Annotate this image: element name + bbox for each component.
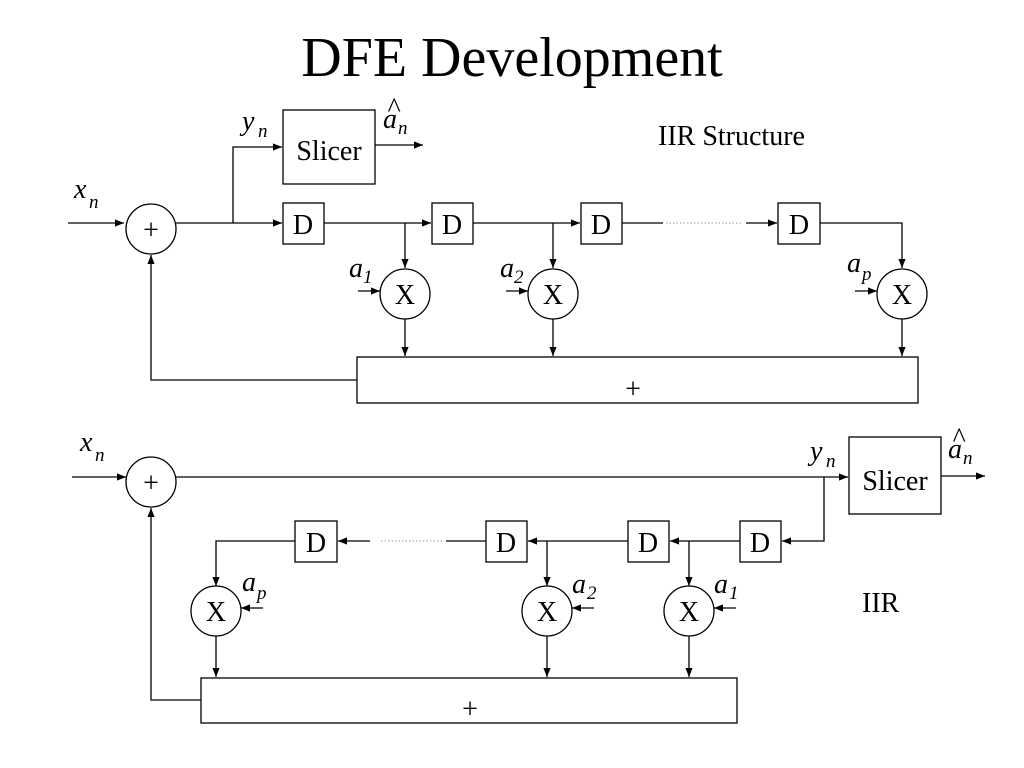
top-summer-label: + <box>625 374 641 405</box>
top-delay-3 <box>580 202 623 245</box>
bottom-output-sub: n <box>963 448 973 469</box>
bottom-coef-2-label: a <box>572 569 586 600</box>
top-input-label: x <box>73 174 87 205</box>
bottom-coef-1-label: a <box>714 569 728 600</box>
bottom-adder-label: + <box>143 468 159 499</box>
bottom-coef-1-sub: 1 <box>729 583 739 604</box>
top-summer-box <box>356 356 919 404</box>
top-slicer-input-label: y <box>239 106 255 137</box>
bottom-output-label: a <box>948 434 962 465</box>
bottom-delay-1-label: D <box>750 528 770 559</box>
iir-structure-diagram: IIR Structure x n + y n Slicer a ^ n D D… <box>68 93 928 405</box>
bottom-input-sub: n <box>95 445 105 466</box>
bottom-delay-2-label: D <box>638 528 658 559</box>
top-slicer-branch-wire <box>232 143 282 223</box>
bottom-coef-p-sub: p <box>255 583 267 604</box>
top-input-adder <box>125 203 177 255</box>
top-output-hat: ^ <box>387 93 401 124</box>
bottom-delay-p-label: D <box>306 528 326 559</box>
page-title: DFE Development <box>301 27 723 89</box>
top-delay-3-label: D <box>591 210 611 241</box>
iir-caption: IIR <box>862 588 900 619</box>
bottom-summer-label: + <box>462 694 478 725</box>
bottom-multiplier-p-label: X <box>206 597 226 628</box>
top-delay-p-label: D <box>789 210 809 241</box>
bottom-slicer-input-label: y <box>807 436 823 467</box>
bottom-slicer-label: Slicer <box>862 466 928 497</box>
top-coef-1-sub: 1 <box>363 267 373 288</box>
top-delay-1-label: D <box>293 210 313 241</box>
bottom-output-hat: ^ <box>952 423 966 454</box>
top-delay-1 <box>282 202 325 245</box>
bottom-coef-p-label: a <box>242 567 256 598</box>
bottom-delay-p <box>294 520 338 563</box>
top-coef-1-label: a <box>349 253 363 284</box>
bottom-coef-2-sub: 2 <box>587 583 597 604</box>
top-delay-2-label: D <box>442 210 462 241</box>
top-coef-2-label: a <box>500 253 514 284</box>
bottom-slicer-box <box>848 436 942 515</box>
top-slicer-box <box>282 109 376 185</box>
bottom-input-adder <box>125 456 177 508</box>
bottom-multiplier-2-label: X <box>537 597 557 628</box>
top-slicer-input-sub: n <box>258 121 268 142</box>
top-output-sub: n <box>398 118 408 139</box>
bottom-delay-3 <box>485 520 528 563</box>
top-feedback-wire <box>147 255 357 381</box>
top-input-sub: n <box>89 192 99 213</box>
top-multiplier-2-label: X <box>543 280 563 311</box>
top-coef-p-sub: p <box>860 264 872 285</box>
top-multiplier-1-label: X <box>395 280 415 311</box>
bottom-delay-1 <box>739 520 782 563</box>
bottom-tap-p-wire <box>212 540 295 586</box>
bottom-multiplier-1-label: X <box>679 597 699 628</box>
iir-structure-caption: IIR Structure <box>658 121 805 152</box>
bottom-summer-box <box>200 677 738 724</box>
bottom-input-label: x <box>79 427 93 458</box>
top-slicer-label: Slicer <box>296 136 362 167</box>
top-tap-p-wire <box>820 222 906 268</box>
bottom-delay-3-label: D <box>496 528 516 559</box>
top-coef-p-label: a <box>847 248 861 279</box>
top-coef-2-sub: 2 <box>514 267 524 288</box>
iir-diagram: IIR x n + y n Slicer a ^ n D D D D <box>72 423 985 725</box>
top-adder-label: + <box>143 215 159 246</box>
bottom-slicer-input-sub: n <box>826 451 836 472</box>
top-output-label: a <box>383 104 397 135</box>
bottom-feedback-wire <box>147 508 201 701</box>
bottom-slicer-tap-wire <box>782 477 825 545</box>
top-multiplier-p-label: X <box>892 280 912 311</box>
